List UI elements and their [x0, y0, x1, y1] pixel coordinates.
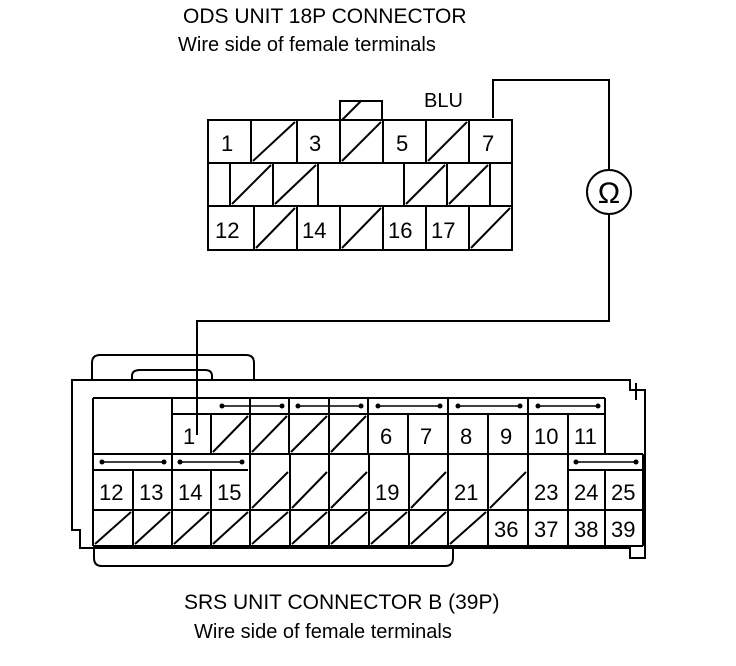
- ods-connector-title: ODS UNIT 18P CONNECTOR: [183, 5, 467, 28]
- srs-pin-12: 12: [99, 480, 123, 505]
- srs-pin1-lead: [196, 214, 610, 435]
- srs-pin-9: 9: [500, 424, 512, 449]
- shorting-bars: [99, 403, 639, 465]
- ods-pin-17: 17: [431, 218, 455, 243]
- srs-pin-37: 37: [534, 517, 558, 542]
- srs-pin-19: 19: [375, 480, 399, 505]
- srs-pin-8: 8: [460, 424, 472, 449]
- srs-pin-15: 15: [217, 480, 241, 505]
- srs-pin-14: 14: [178, 480, 202, 505]
- srs-pin-7: 7: [420, 424, 432, 449]
- srs-connector: 1 6 7 8 9 10 11 12 13 14 15 19 21 23 24 …: [71, 354, 646, 567]
- srs-pin-38: 38: [574, 517, 598, 542]
- ods-pin-7: 7: [482, 131, 494, 156]
- srs-pin-10: 10: [534, 424, 558, 449]
- ohm-symbol: Ω: [598, 177, 620, 210]
- ods-connector: 1 3 5 7 12 14 16 17: [207, 100, 513, 251]
- srs-pin-1: 1: [183, 424, 195, 449]
- ods-pin-5: 5: [396, 131, 408, 156]
- wire-color-label: BLU: [424, 90, 463, 112]
- ods-pin7-lead: [492, 79, 610, 170]
- ods-pin-16: 16: [388, 218, 412, 243]
- srs-connector-subtitle: Wire side of female terminals: [194, 621, 452, 643]
- srs-pin-23: 23: [534, 480, 558, 505]
- srs-pin-36: 36: [494, 517, 518, 542]
- ods-pin-3: 3: [309, 131, 321, 156]
- srs-connector-housing: [71, 379, 646, 559]
- srs-pin-25: 25: [611, 480, 635, 505]
- ods-empty-cavities: [231, 100, 511, 249]
- srs-empty-cavities: [94, 415, 527, 545]
- ods-pin-12: 12: [215, 218, 239, 243]
- ods-connector-subtitle: Wire side of female terminals: [178, 34, 436, 56]
- srs-connector-title: SRS UNIT CONNECTOR B (39P): [184, 591, 499, 614]
- ods-connector-housing: [207, 119, 513, 251]
- srs-pin-39: 39: [611, 517, 635, 542]
- srs-pin-6: 6: [380, 424, 392, 449]
- ods-pin-14: 14: [302, 218, 326, 243]
- srs-pin-11: 11: [574, 424, 597, 449]
- srs-pin-24: 24: [574, 480, 598, 505]
- srs-pin-21: 21: [454, 480, 478, 505]
- test-leads: [196, 79, 610, 435]
- srs-latch: [91, 354, 255, 380]
- srs-pin-13: 13: [139, 480, 163, 505]
- ohmmeter-icon: [586, 169, 632, 215]
- ohmmeter: Ω: [586, 169, 632, 215]
- ods-pin-1: 1: [221, 131, 233, 156]
- ods-lock-tab: [339, 100, 383, 121]
